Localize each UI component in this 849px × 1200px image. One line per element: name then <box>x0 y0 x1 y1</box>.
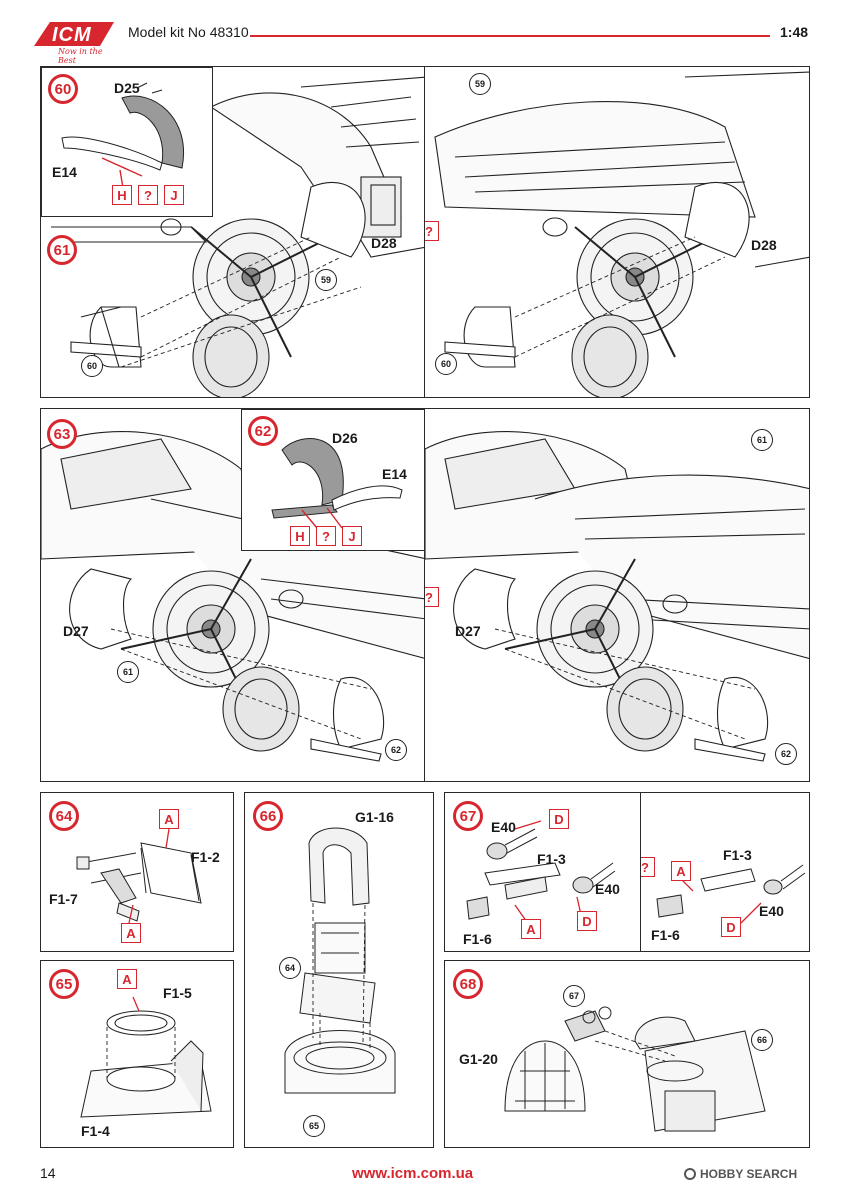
part-label-e14-62: E14 <box>382 466 407 482</box>
panel-step-67-alt: ? A F1-3 E40 F1-6 D <box>640 792 810 952</box>
ref-box-a-top: A <box>159 809 179 829</box>
part-label-d25: D25 <box>114 80 140 96</box>
part-label-e40-top: E40 <box>491 819 516 835</box>
scale-label: 1:48 <box>780 24 809 40</box>
part-label-f1-4: F1-4 <box>81 1123 110 1139</box>
ref-box-a-bottom: A <box>121 923 141 943</box>
part-label-f1-6: F1-6 <box>463 931 492 947</box>
icm-logo: ICM Now in the Best <box>30 18 122 65</box>
ref-box-question-67: ? <box>641 857 655 877</box>
panel-step-68: 68 67 66 G1-20 <box>444 960 810 1148</box>
model-kit-number: Model kit No 48310 <box>128 24 249 40</box>
ref-box-d-top: D <box>549 809 569 829</box>
step-number-60: 60 <box>48 74 78 104</box>
part-label-f1-5: F1-5 <box>163 985 192 1001</box>
part-label-d27-right: D27 <box>455 623 481 639</box>
panel-step-64: 64 A F1-2 F1-7 A <box>40 792 234 952</box>
step-number-64: 64 <box>49 801 79 831</box>
ref-box-question-62: ? <box>316 526 336 546</box>
logo-text: ICM <box>52 24 92 46</box>
part-label-g1-20: G1-20 <box>459 1051 498 1067</box>
ref-box-h-62: H <box>290 526 310 546</box>
ref-circle-59: 59 <box>315 269 337 291</box>
step-number-61: 61 <box>47 235 77 265</box>
ref-circle-61: 61 <box>117 661 139 683</box>
ref-circle-62-right: 62 <box>775 743 797 765</box>
inset-step-62: 62 D26 E14 H ? J <box>241 409 425 551</box>
cowl-flap-drawing <box>61 82 184 195</box>
panel-step-61-left: 60 D25 E14 H ? J 61 D28 59 60 <box>40 66 426 398</box>
ref-circle-64: 64 <box>279 957 301 979</box>
ref-box-a-67-alt: A <box>671 861 691 881</box>
ref-box-j-62: J <box>342 526 362 546</box>
step-number-67: 67 <box>453 801 483 831</box>
ref-circle-66: 66 <box>751 1029 773 1051</box>
panel-step-66: 66 G1-16 64 65 <box>244 792 434 1148</box>
panel-step-67: 67 E40 D F1-3 E40 A D F1-6 <box>444 792 642 952</box>
cowl-flap-drawing-62 <box>271 438 403 529</box>
part-label-e40-right: E40 <box>595 881 620 897</box>
seat-base-drawing <box>80 996 212 1118</box>
page-number: 14 <box>40 1165 56 1181</box>
part-label-f1-3-alt: F1-3 <box>723 847 752 863</box>
gunsight-drawing-alt <box>656 864 806 924</box>
part-label-d27: D27 <box>63 623 89 639</box>
part-label-e14: E14 <box>52 164 77 180</box>
ref-box-d-alt: D <box>721 917 741 937</box>
part-label-d28-right: D28 <box>751 237 777 253</box>
engine-assembly-drawing-63-right <box>425 431 809 762</box>
engine-assembly-drawing-63 <box>41 431 425 762</box>
ref-box-a-67: A <box>521 919 541 939</box>
part-label-g1-16: G1-16 <box>355 809 394 825</box>
panel-step-65: 65 A F1-5 F1-4 <box>40 960 234 1148</box>
logo-tagline: Now in the Best <box>58 47 103 65</box>
step-number-63: 63 <box>47 419 77 449</box>
part-label-d28: D28 <box>371 235 397 251</box>
watermark: HOBBY SEARCH <box>684 1167 797 1181</box>
ref-box-question-right-mid: ? <box>425 587 439 607</box>
ref-box-h: H <box>112 185 132 205</box>
step-number-66: 66 <box>253 801 283 831</box>
part-label-f1-7: F1-7 <box>49 891 78 907</box>
engine-assembly-drawing <box>51 76 425 397</box>
seat-assembly-drawing <box>284 827 396 1094</box>
panel-step-61-right: 59 ? D28 60 <box>424 66 810 398</box>
ref-box-d-bottom: D <box>577 911 597 931</box>
ref-circle-59-right: 59 <box>469 73 491 95</box>
panel-step-63-right: 61 ? D27 62 <box>424 408 810 782</box>
step-number-62: 62 <box>248 416 278 446</box>
part-label-f1-3: F1-3 <box>537 851 566 867</box>
ref-box-j: J <box>164 185 184 205</box>
step-number-68: 68 <box>453 969 483 999</box>
part-label-e40-alt: E40 <box>759 903 784 919</box>
watermark-icon <box>684 1168 696 1180</box>
header-rule <box>250 35 770 37</box>
website-link[interactable]: www.icm.com.ua <box>352 1165 474 1182</box>
ref-box-question-right-top: ? <box>425 221 439 241</box>
part-label-f1-2: F1-2 <box>191 849 220 865</box>
watermark-text: HOBBY SEARCH <box>700 1167 798 1181</box>
part-label-d26: D26 <box>332 430 358 446</box>
part-label-f1-6-alt: F1-6 <box>651 927 680 943</box>
gunsight-drawing <box>466 820 616 926</box>
ref-circle-60: 60 <box>81 355 103 377</box>
ref-circle-61-right: 61 <box>751 429 773 451</box>
panel-step-63-left: 62 D26 E14 H ? J 63 D27 61 62 <box>40 408 426 782</box>
seat-frame-drawing <box>76 828 202 924</box>
engine-assembly-drawing-right <box>434 71 809 397</box>
step-number-65: 65 <box>49 969 79 999</box>
ref-circle-62: 62 <box>385 739 407 761</box>
ref-box-question: ? <box>138 185 158 205</box>
ref-circle-65: 65 <box>303 1115 325 1137</box>
ref-circle-60-right: 60 <box>435 353 457 375</box>
cockpit-canopy-drawing <box>504 1006 766 1132</box>
ref-circle-67: 67 <box>563 985 585 1007</box>
inset-step-60: 60 D25 E14 H ? J <box>41 67 213 217</box>
ref-box-a-65: A <box>117 969 137 989</box>
